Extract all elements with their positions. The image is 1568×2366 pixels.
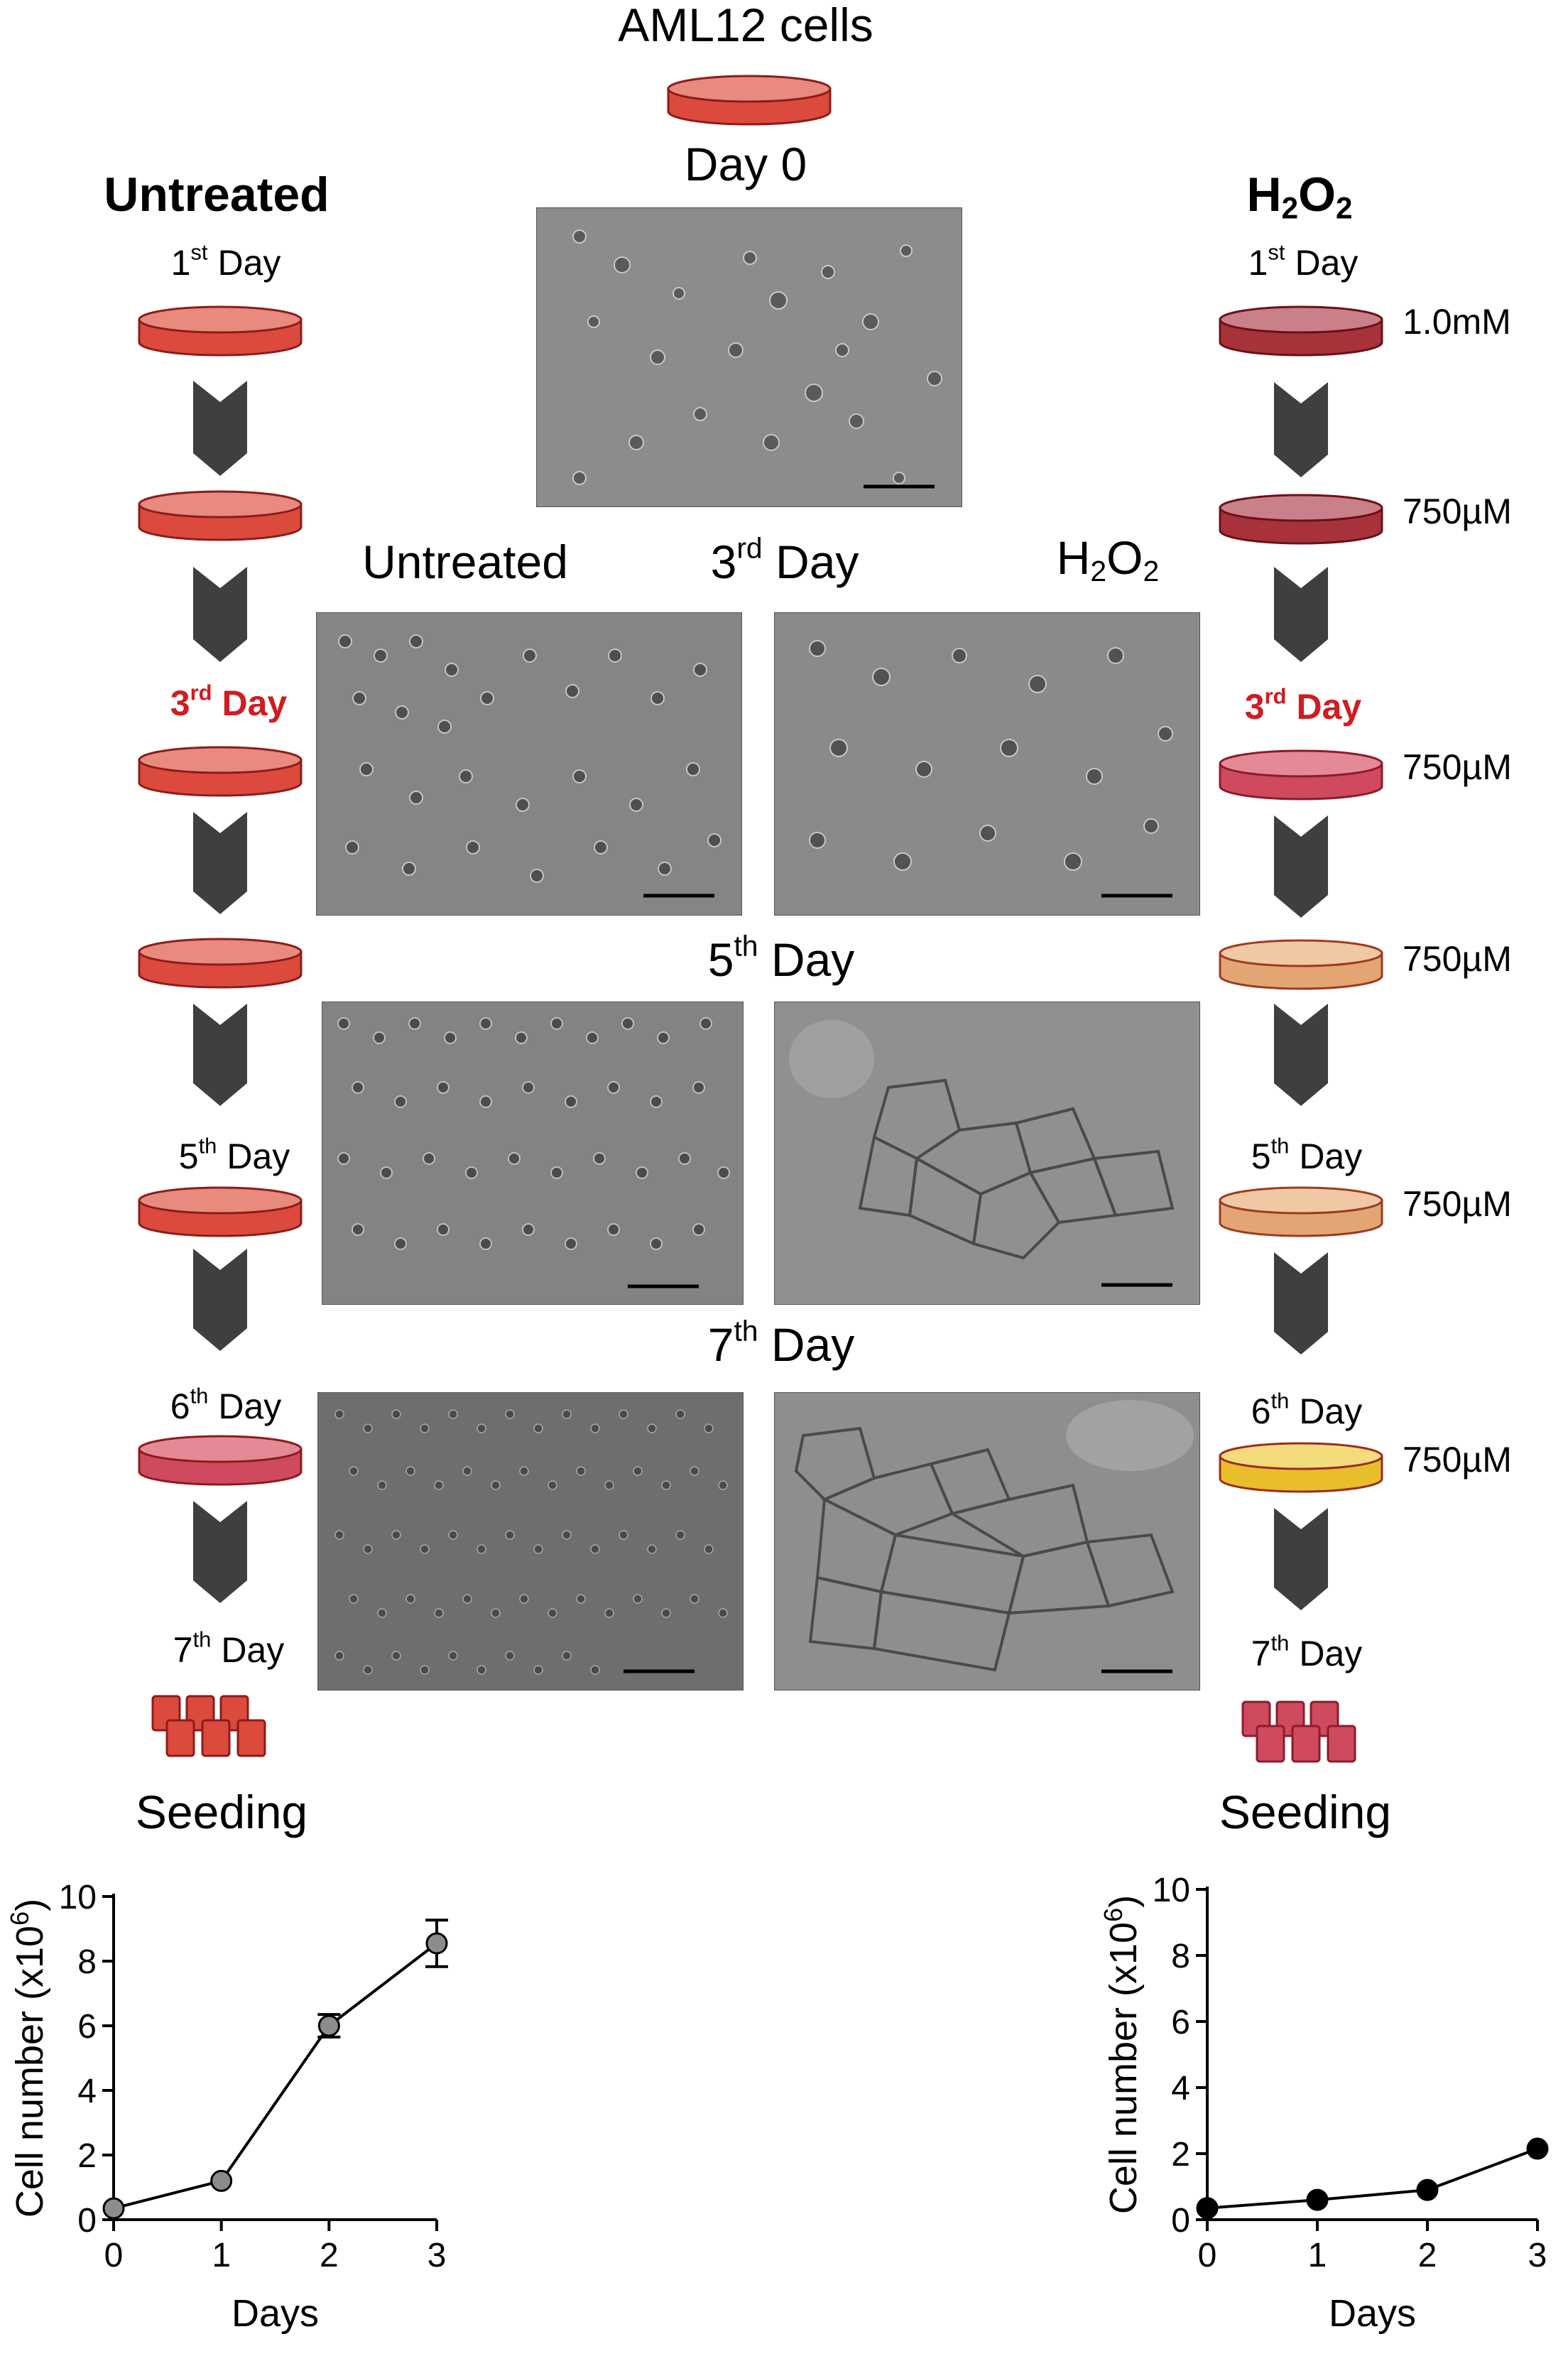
right-day-6: 6th Day xyxy=(1251,1388,1363,1431)
chevron-down-arrow-icon xyxy=(1274,1508,1328,1610)
micrograph-day3-h2o2 xyxy=(774,612,1200,916)
chevron-down-arrow-icon xyxy=(193,567,247,662)
y-tick-label: 4 xyxy=(77,2073,97,2110)
culture-dish-icon xyxy=(138,305,303,357)
x-tick-label: 2 xyxy=(1418,2237,1437,2274)
y-tick-label: 8 xyxy=(77,1943,97,1981)
x-tick-label: 1 xyxy=(212,2237,231,2274)
seeding-dishes-icon xyxy=(151,1695,266,1757)
right-day-5: 5th Day xyxy=(1251,1133,1363,1176)
x-tick-label: 0 xyxy=(1198,2237,1217,2274)
data-point xyxy=(425,1932,448,1955)
concentration-label: 750µM xyxy=(1403,1440,1512,1480)
y-tick-label: 4 xyxy=(1171,2070,1190,2107)
concentration-label: 1.0mM xyxy=(1403,302,1511,342)
data-point xyxy=(1526,2137,1549,2160)
left-day-6: 6th Day xyxy=(170,1383,282,1426)
middle-h2o2-label: H2O2 xyxy=(1056,531,1160,588)
y-tick-label: 6 xyxy=(1171,2004,1190,2041)
y-tick-label: 8 xyxy=(1171,1938,1190,1975)
chevron-down-arrow-icon xyxy=(1274,1004,1328,1106)
data-point xyxy=(1306,2188,1329,2211)
left-day-3: 3rd Day xyxy=(170,680,288,723)
chevron-down-arrow-icon xyxy=(193,381,247,476)
untreated-heading: Untreated xyxy=(104,168,330,222)
y-tick-label: 0 xyxy=(1171,2202,1190,2240)
culture-dish-icon xyxy=(1219,1186,1383,1237)
left-day-5: 5th Day xyxy=(178,1133,290,1176)
micrograph-day5-untreated xyxy=(322,1002,744,1305)
chevron-down-arrow-icon xyxy=(1274,382,1328,477)
right-day-1: 1st Day xyxy=(1248,239,1359,283)
seeding-dishes-icon xyxy=(1241,1700,1356,1763)
chevron-down-arrow-icon xyxy=(1274,567,1328,662)
culture-dish-icon xyxy=(1219,749,1383,801)
culture-dish-icon xyxy=(1219,305,1383,357)
left-seeding-label: Seeding xyxy=(135,1786,308,1838)
chevron-down-arrow-icon xyxy=(193,1004,247,1106)
chevron-down-arrow-icon xyxy=(193,1501,247,1603)
concentration-label: 750µM xyxy=(1403,747,1512,787)
chevron-down-arrow-icon xyxy=(1274,1252,1328,1355)
y-tick-label: 2 xyxy=(1171,2136,1190,2174)
data-point xyxy=(1196,2197,1219,2220)
x-tick-label: 2 xyxy=(320,2237,339,2274)
x-axis-label: Days xyxy=(1329,2292,1416,2335)
series-line xyxy=(113,1942,438,2210)
culture-dish-icon xyxy=(138,1435,303,1486)
concentration-label: 750µM xyxy=(1403,939,1512,979)
culture-dish-icon xyxy=(667,75,832,126)
y-axis-label: Cell number (x106) xyxy=(5,1899,51,2218)
y-tick-label: 10 xyxy=(59,1879,97,1916)
data-point xyxy=(102,2197,125,2220)
chevron-down-arrow-icon xyxy=(193,812,247,914)
x-tick-label: 0 xyxy=(104,2237,124,2274)
culture-dish-icon xyxy=(138,1186,303,1237)
y-tick-label: 0 xyxy=(77,2202,97,2240)
culture-dish-icon xyxy=(138,490,303,541)
x-axis-label: Days xyxy=(232,2292,319,2335)
concentration-label: 750µM xyxy=(1403,492,1512,531)
left-day-7: 7th Day xyxy=(173,1627,285,1670)
micrograph-day7-untreated xyxy=(317,1392,744,1691)
data-point xyxy=(1416,2178,1439,2201)
culture-dish-icon xyxy=(1219,1442,1383,1493)
data-point xyxy=(317,2014,340,2037)
y-tick-label: 2 xyxy=(77,2137,97,2175)
y-tick-label: 10 xyxy=(1153,1872,1190,1909)
y-axis-label: Cell number (x106) xyxy=(1099,1895,1145,2214)
day0-label: Day 0 xyxy=(684,138,807,190)
x-tick-label: 1 xyxy=(1308,2237,1327,2274)
y-tick-label: 6 xyxy=(77,2008,97,2046)
h2o2-heading: H2O2 xyxy=(1246,168,1353,225)
data-point xyxy=(210,2169,233,2192)
x-tick-label: 3 xyxy=(428,2237,447,2274)
middle-day3-label: 3rd Day xyxy=(710,531,859,588)
middle-day5-label: 5th Day xyxy=(707,929,855,986)
x-tick-label: 3 xyxy=(1528,2237,1547,2274)
right-day-7: 7th Day xyxy=(1251,1630,1363,1673)
micrograph-day3-untreated xyxy=(316,612,742,916)
figure-title: AML12 cells xyxy=(618,0,873,51)
chevron-down-arrow-icon xyxy=(193,1249,247,1351)
left-day-1: 1st Day xyxy=(170,239,281,283)
chevron-down-arrow-icon xyxy=(1274,815,1328,918)
culture-dish-icon xyxy=(1219,939,1383,990)
micrograph-day5-h2o2 xyxy=(774,1002,1200,1305)
concentration-label: 750µM xyxy=(1403,1184,1512,1224)
culture-dish-icon xyxy=(1219,494,1383,545)
series-line xyxy=(1207,2147,1538,2210)
culture-dish-icon xyxy=(138,938,303,989)
micrograph-day0 xyxy=(536,207,962,507)
micrograph-day7-h2o2 xyxy=(774,1392,1200,1691)
right-seeding-label: Seeding xyxy=(1219,1786,1392,1838)
middle-day7-label: 7th Day xyxy=(707,1314,855,1371)
right-day-3: 3rd Day xyxy=(1244,683,1362,727)
middle-untreated-label: Untreated xyxy=(362,536,568,588)
culture-dish-icon xyxy=(138,746,303,797)
